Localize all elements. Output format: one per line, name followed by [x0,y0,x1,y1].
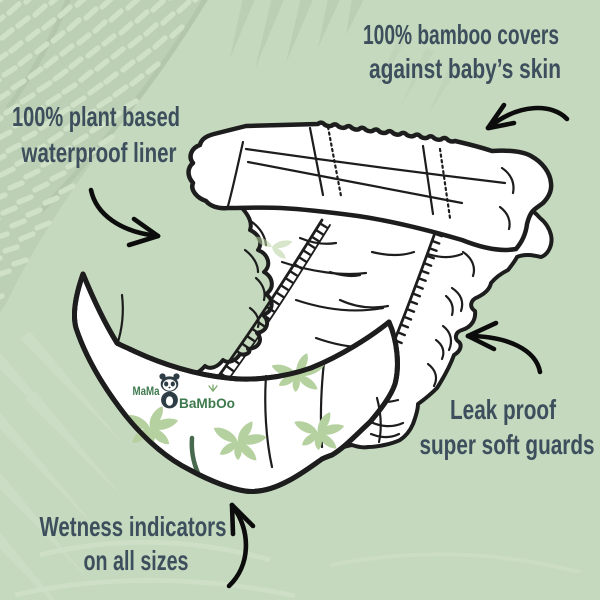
svg-text:BaMbOo: BaMbOo [179,395,235,411]
svg-text:Wetness indicators: Wetness indicators [40,511,227,542]
svg-text:waterproof liner: waterproof liner [21,137,177,168]
svg-text:100% plant based: 100% plant based [12,101,180,132]
svg-text:Leak proof: Leak proof [450,394,556,425]
svg-text:100% bamboo covers: 100% bamboo covers [363,19,559,50]
svg-text:against baby’s skin: against baby’s skin [369,53,561,84]
svg-text:super soft guards: super soft guards [420,429,595,460]
svg-text:on all sizes: on all sizes [84,545,189,576]
svg-text:MaMa: MaMa [133,384,160,398]
